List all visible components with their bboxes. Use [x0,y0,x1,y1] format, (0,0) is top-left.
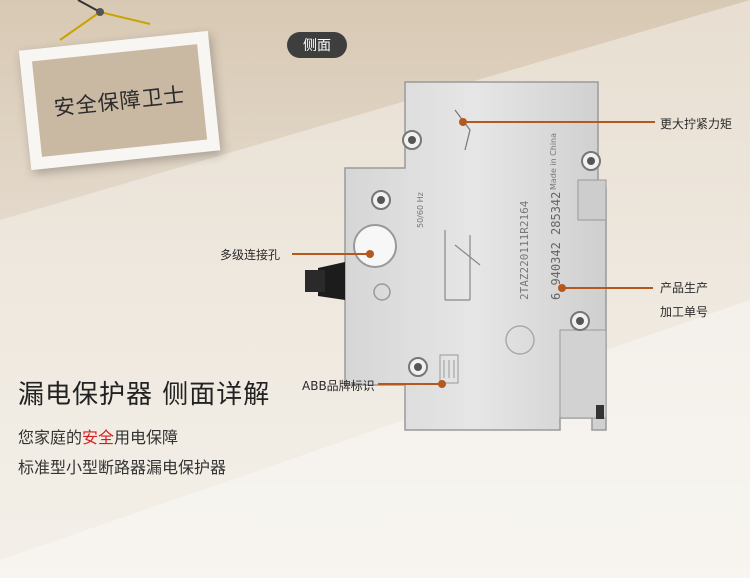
connect-dot [366,250,374,258]
torque-dot [459,118,467,126]
subtitle-1-pre: 您家庭的 [18,428,83,447]
callout-torque: 更大拧紧力矩 [660,117,733,131]
product-code-1: 2TAZ220111R2164 [518,200,531,300]
product-line [565,287,653,289]
connect-line [292,253,368,255]
product-dot [558,284,566,292]
subtitle-2: 标准型小型断路器漏电保护器 [18,458,227,477]
subtitle-1-post: 用电保障 [114,428,179,447]
callout-product-line2: 加工单号 [660,305,709,319]
callout-connect: 多级连接孔 [220,248,281,262]
section-heading: 漏电保护器 侧面详解 [18,380,271,410]
side-label: 侧面 [287,32,347,58]
callout-product-line1: 产品生产 [660,281,709,295]
subtitle-1: 您家庭的安全用电保障 [18,424,178,448]
torque-line [465,121,655,123]
hanging-wire [59,0,151,41]
abb-line [378,383,440,385]
callout-abb: ABB品牌标识 [302,379,375,393]
made-in-label: Made in China [549,133,558,190]
frequency-label: 50/60 Hz [416,192,425,228]
subtitle-1-highlight: 安全 [82,428,115,447]
abb-dot [438,380,446,388]
product-code-2: 6 940342 285342 [549,192,563,300]
